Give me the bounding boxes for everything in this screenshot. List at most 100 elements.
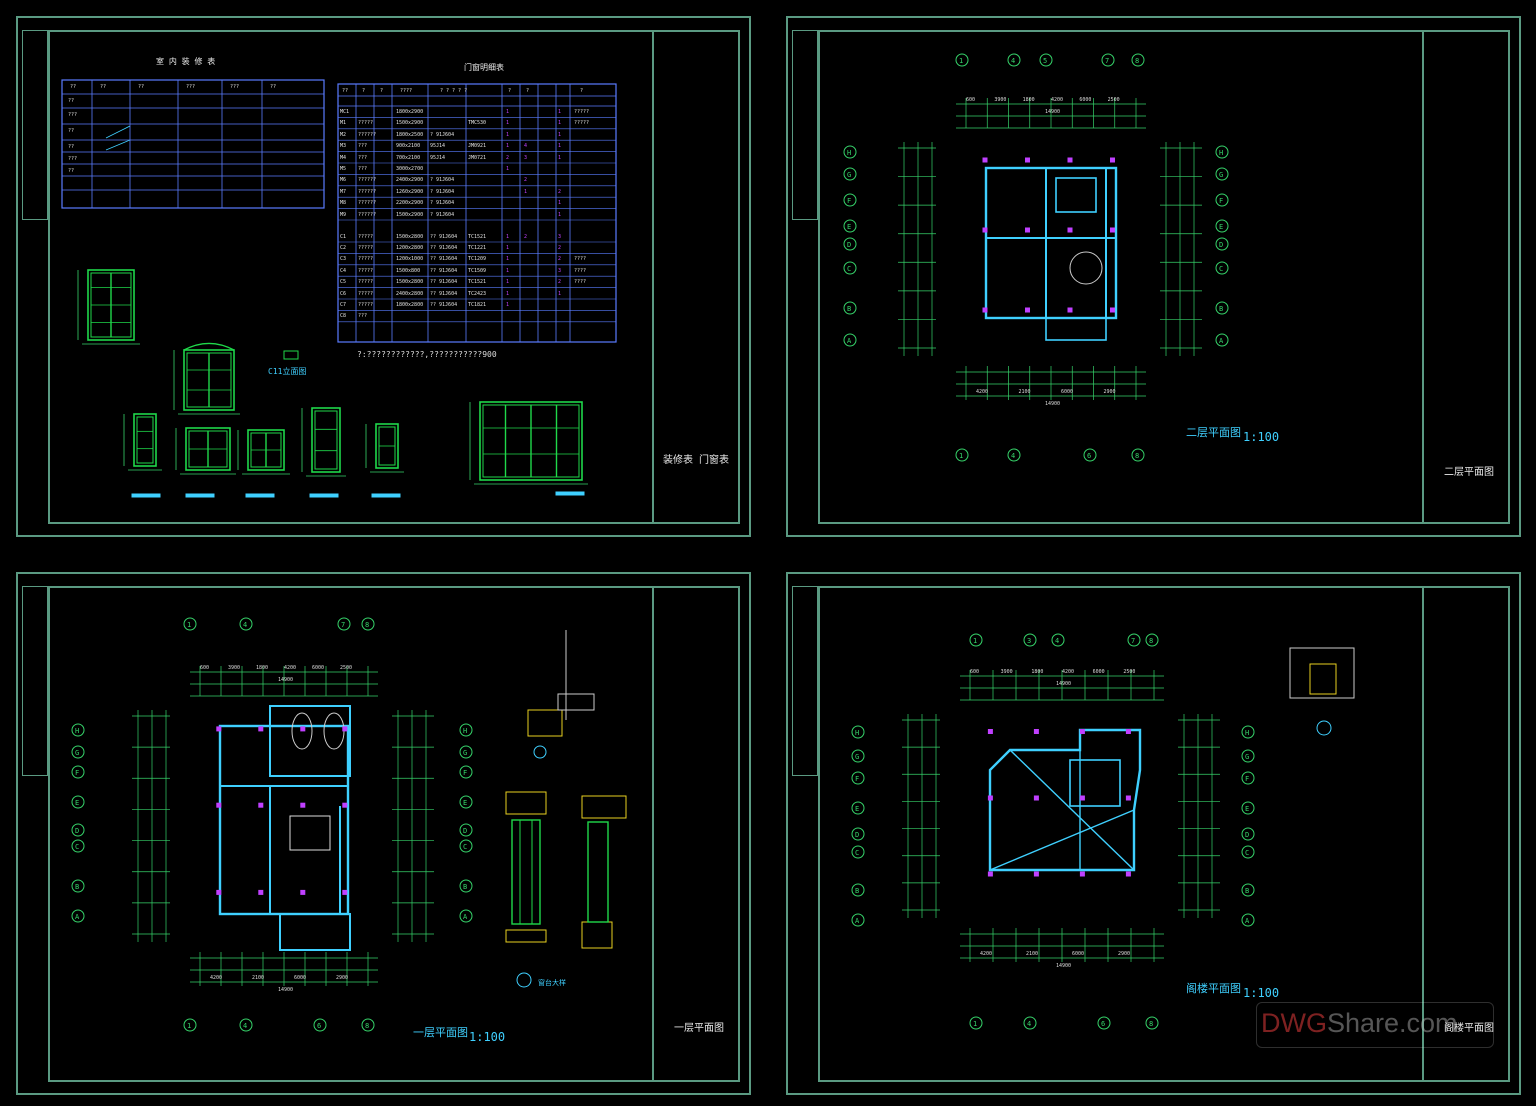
titleblock-sheet-name: 装修表 门窗表 [663,455,730,466]
door-window-cell: 2 [558,245,562,251]
room-finish-table-title: 室 内 装 修 表 [156,57,216,66]
structural-column [1110,157,1115,163]
door-window-cell: 1 [506,256,510,263]
door-window-cell: C7 [340,302,347,308]
axis-bubble-top [361,617,375,631]
axis-bubble-top-label: 1 [187,621,191,629]
sill-window [511,819,541,925]
left-strip [792,586,818,776]
door-window-header-cell: ?? [342,88,349,94]
door-window-cell: 1 [506,279,510,286]
garage-wall [269,705,351,777]
door-window-cell: 2 [558,188,562,195]
dimension-text: 6000 [1061,389,1073,395]
axis-bubble-bottom [1145,1016,1159,1030]
window-elevation-mc1 [87,269,135,341]
dimension-text: 6000 [1072,951,1084,957]
door-window-cell: M1 [340,120,347,127]
door-window-cell: 1 [558,120,562,127]
door-window-cell: ????? [358,290,374,297]
door-window-cell: ??? [358,143,368,150]
door-window-cell: TMC530 [468,120,487,127]
structural-column [342,726,348,732]
axis-bubble-side-label: C [1245,849,1249,857]
axis-bubble-side-label: D [847,241,851,249]
plan-title-attic: 阁楼平面图 [1186,982,1241,995]
window-elevation-mc1-large [479,401,583,481]
structural-column [987,729,993,734]
door-window-cell: 2 [558,279,562,286]
axis-bubble-bottom [1097,1016,1111,1030]
door-window-cell: ?? 91J604 [430,302,458,308]
axis-bubble-side [851,749,865,763]
left-strip [792,30,818,220]
door-window-cell: 3000x2700 [396,166,424,172]
dimension-text: 2900 [336,975,348,981]
door-window-cell: ????? [358,279,374,286]
axis-bubble-top-label: 1 [959,57,963,65]
door-window-cell: M7 [340,188,347,195]
door-window-cell: C6 [340,290,347,297]
door-window-cell: 1200x2800 [396,245,424,251]
door-window-cell: TC1521 [468,279,487,286]
window-small-icon [283,350,299,360]
axis-bubble-side-label: G [855,753,859,761]
door-window-cell: ?????? [358,188,377,195]
door-window-cell: JM0921 [468,143,487,150]
structural-column [987,871,993,877]
axis-bubble-top-label: 7 [341,621,345,629]
axis-bubble-side [851,883,865,897]
sheet-top-right[interactable]: 二层平面图 [786,16,1521,537]
detail3-outline [1289,647,1355,699]
dimension-text: 2100 [252,975,264,981]
dimension-text: 6000 [1093,669,1105,675]
door-window-cell: 1 [506,166,510,172]
dimension-text: 4200 [980,951,992,957]
axis-bubble-top-label: 1 [973,637,977,645]
axis-bubble-bottom-label: 6 [317,1022,321,1030]
axis-bubble-side-label: F [463,769,467,777]
dimension-text: 600 [200,665,209,671]
axis-bubble-side [1215,333,1229,347]
axis-bubble-side-label: E [75,799,79,807]
door-window-cell: 1 [506,143,510,150]
door-window-table-note: ?:????????????,???????????900 [357,350,497,359]
door-window-cell: 2400x2900 [396,177,424,184]
structural-column [1033,871,1039,877]
axis-bubble-side [843,333,857,347]
door-window-cell: C2 [340,245,347,251]
axis-bubble-side-label: C [1219,265,1223,273]
axis-bubble-bottom [313,1018,327,1032]
room-wall [1055,177,1097,213]
axis-bubble-side [1241,883,1255,897]
axis-bubble-bottom-label: 8 [1135,452,1139,460]
axis-bubble-side-label: D [1219,241,1223,249]
dimension-text: 2500 [340,665,352,671]
dimension-text: 4200 [1062,669,1074,675]
structural-column [258,726,264,732]
axis-bubble-top [183,617,197,631]
axis-bubble-side [71,745,85,759]
axis-bubble-top-label: 8 [1149,637,1153,645]
door-window-cell: 1800x2500 [396,131,424,138]
sheet-bottom-left[interactable]: 一层平面图 [16,572,751,1095]
room-finish-header-cell: ?? [138,84,145,90]
axis-bubble-bottom-label: 4 [1011,452,1015,460]
axis-bubble-side-label: B [75,883,79,891]
axis-bubble-bottom-label: 4 [1027,1020,1031,1028]
axis-bubble-side [459,765,473,779]
structural-column [982,227,988,233]
sheet-bottom-right[interactable]: 阁楼平面图 [786,572,1521,1095]
table-diagonal [105,125,131,139]
dimension-text: 6000 [294,975,306,981]
dimension-text: 6000 [1079,97,1091,103]
sill2-bottom [581,921,613,949]
roof-outline [988,728,1142,872]
sheet-top-left[interactable]: 装修表 门窗表 [16,16,751,537]
room-finish-row-label: ?? [68,144,75,150]
structural-column [1025,227,1030,233]
dimension-text: 2100 [1019,389,1031,395]
axis-bubble-side [71,795,85,809]
door-window-header-cell: ? [526,88,530,94]
detail-title-window-sill: 窗台大样 [538,979,566,987]
